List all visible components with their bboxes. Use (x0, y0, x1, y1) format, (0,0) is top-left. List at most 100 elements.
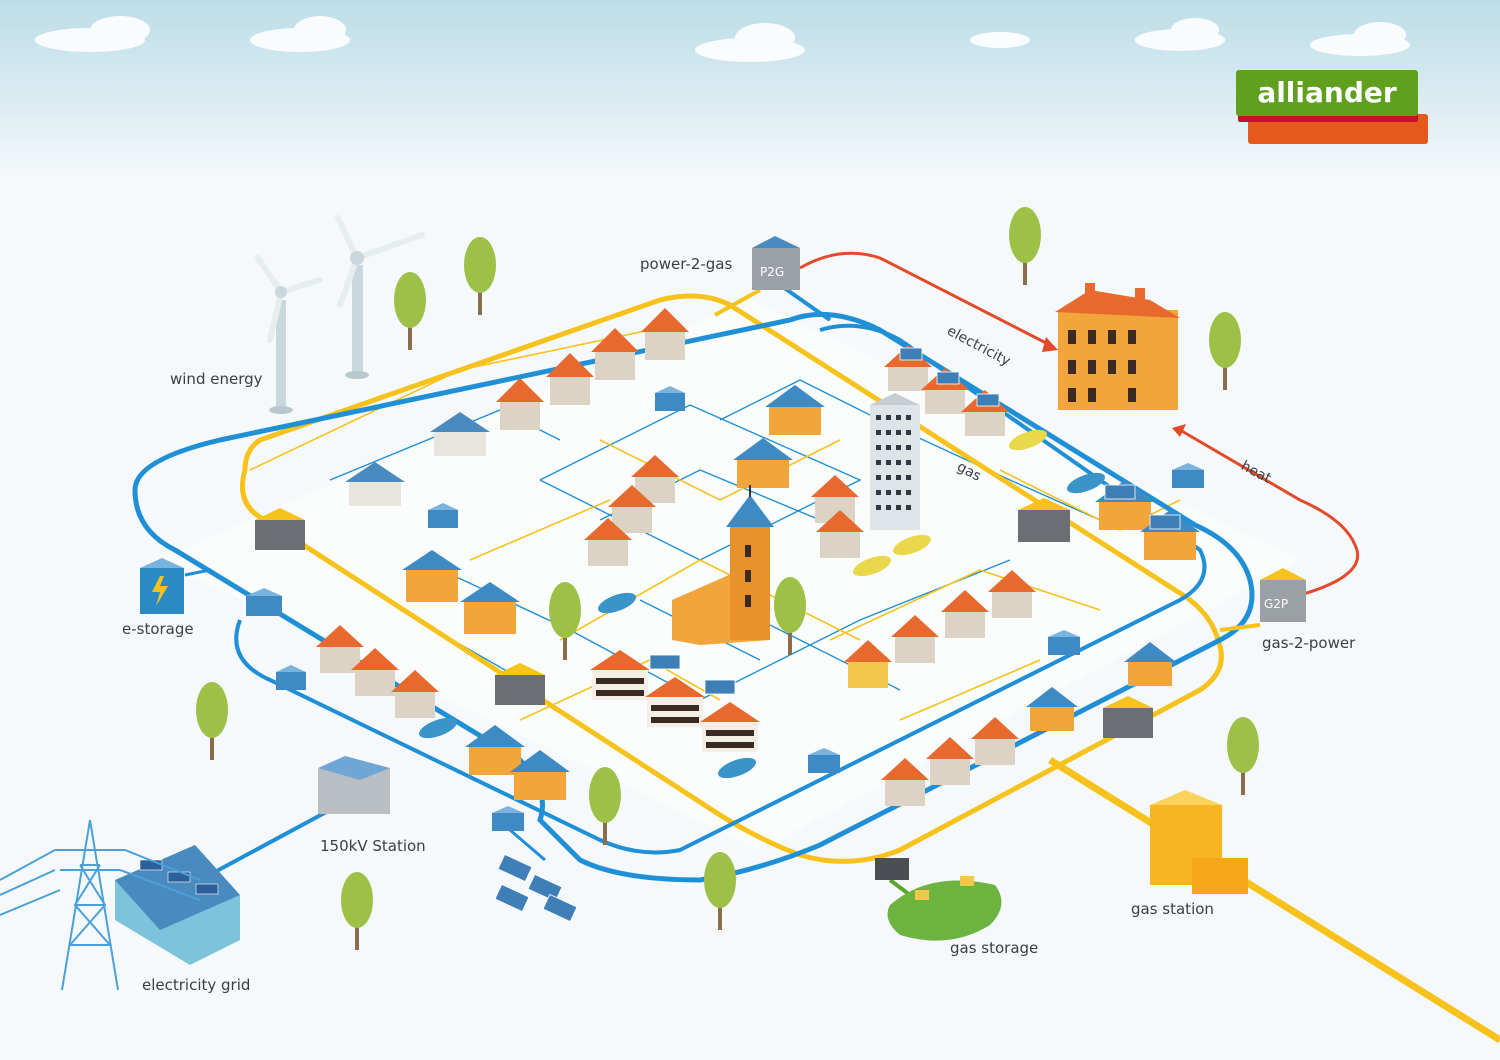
gas-station-box-icon (1103, 696, 1153, 738)
transformer-icon (808, 748, 840, 773)
wind-turbine-icon (335, 215, 425, 379)
car-icon (419, 717, 457, 739)
tree-icon (1227, 717, 1259, 795)
car-icon (1067, 472, 1105, 494)
clouds (35, 16, 1410, 62)
trees (196, 207, 1259, 950)
label-150kv-station: 150kV Station (320, 837, 426, 855)
solar-panel-icon (542, 893, 578, 923)
car-icon (598, 592, 636, 614)
gas-tank-icon (887, 876, 1002, 941)
house-icon (1124, 642, 1176, 686)
house-icon (844, 640, 892, 688)
p2g-gas-link (714, 288, 761, 317)
grid-building (115, 845, 240, 965)
gas-station-box-icon (1018, 498, 1070, 542)
label-wind-energy: wind energy (170, 370, 263, 388)
label-e-storage: e-storage (122, 620, 194, 638)
gas-storage-link (888, 878, 912, 897)
tree-icon (774, 577, 806, 655)
house-icon (971, 717, 1019, 765)
label-gas-2-power: gas-2-power (1262, 634, 1356, 652)
label-power-2-gas: power-2-gas (640, 255, 733, 273)
lightning-icon (152, 576, 168, 606)
substation-150kv (318, 756, 390, 814)
car-icon (718, 757, 756, 779)
tree-icon (549, 582, 581, 660)
manor-building-icon (1055, 283, 1180, 410)
house-icon (510, 750, 570, 800)
gas-ring (240, 293, 1224, 864)
alliander-logo: alliander (1236, 70, 1428, 144)
solar-panel-icon (649, 347, 1181, 695)
house-icon (1026, 687, 1078, 731)
house-icon (641, 308, 689, 360)
house-icon (584, 518, 632, 566)
house-icon (430, 412, 490, 456)
p2g-link (778, 283, 832, 322)
electricity-ring-inner (234, 323, 1207, 855)
house-icon (345, 462, 405, 506)
house-icon (391, 670, 439, 718)
transformer-icon (246, 588, 282, 616)
house-icon (645, 677, 705, 727)
solar-panel-icon (497, 853, 533, 883)
tree-icon (196, 682, 228, 760)
house-icon (765, 385, 825, 435)
grid-feeder (199, 808, 331, 882)
house-icon (402, 550, 462, 602)
transformer-icon (276, 665, 306, 690)
pylon-icon (0, 819, 201, 991)
solar-park (494, 853, 578, 923)
gas-2-power-unit: G2P (1260, 568, 1306, 622)
g2p-link (1219, 623, 1261, 632)
battery-icon (140, 558, 184, 614)
solar-panel-icon (527, 873, 563, 903)
house-icon (496, 378, 544, 430)
house-icon (733, 438, 793, 488)
house-icon (351, 648, 399, 696)
car-icon (853, 555, 891, 577)
tree-icon (1209, 312, 1241, 390)
e-storage-link (184, 568, 256, 602)
house-icon (926, 737, 974, 785)
label-gas-storage: gas storage (950, 939, 1039, 957)
house-icon (591, 328, 639, 380)
house-icon (590, 650, 650, 700)
power-2-gas-unit: P2G (752, 236, 800, 290)
tree-icon (341, 872, 373, 950)
gas-boxes (255, 498, 1153, 880)
house-icon (891, 615, 939, 663)
g2p-badge: G2P (1264, 597, 1288, 611)
tower-block-icon (870, 393, 920, 530)
house-icon (816, 510, 864, 558)
transformers (246, 386, 1204, 831)
heat-arrow-building (1172, 424, 1186, 437)
cars (419, 429, 1105, 779)
tree-icon (589, 767, 621, 845)
house-icon (881, 758, 929, 806)
logo-text: alliander (1236, 70, 1418, 116)
solar-panel-icon (494, 883, 530, 913)
gas-main-pipe (1048, 757, 1500, 1043)
transformer-icon (1172, 463, 1204, 488)
gas-storage-valve-icon (875, 858, 909, 880)
car-icon (1009, 429, 1047, 451)
car-icon (893, 534, 931, 556)
heat-line (799, 251, 1360, 597)
house-icon (700, 702, 760, 752)
house-icon (546, 353, 594, 405)
house-icon (988, 570, 1036, 618)
tree-icon (1009, 207, 1041, 285)
transformer-icon (428, 503, 458, 528)
label-gas-station: gas station (1131, 900, 1214, 918)
gas-station-unit (1150, 790, 1248, 894)
p2g-badge: P2G (760, 265, 784, 279)
transformer-icon (655, 386, 685, 411)
gas-station-box-icon (495, 663, 545, 705)
house-icon (460, 582, 520, 634)
church-icon (672, 485, 774, 645)
heat-arrow-in (1042, 337, 1058, 352)
wind-turbine-icon (255, 255, 323, 414)
